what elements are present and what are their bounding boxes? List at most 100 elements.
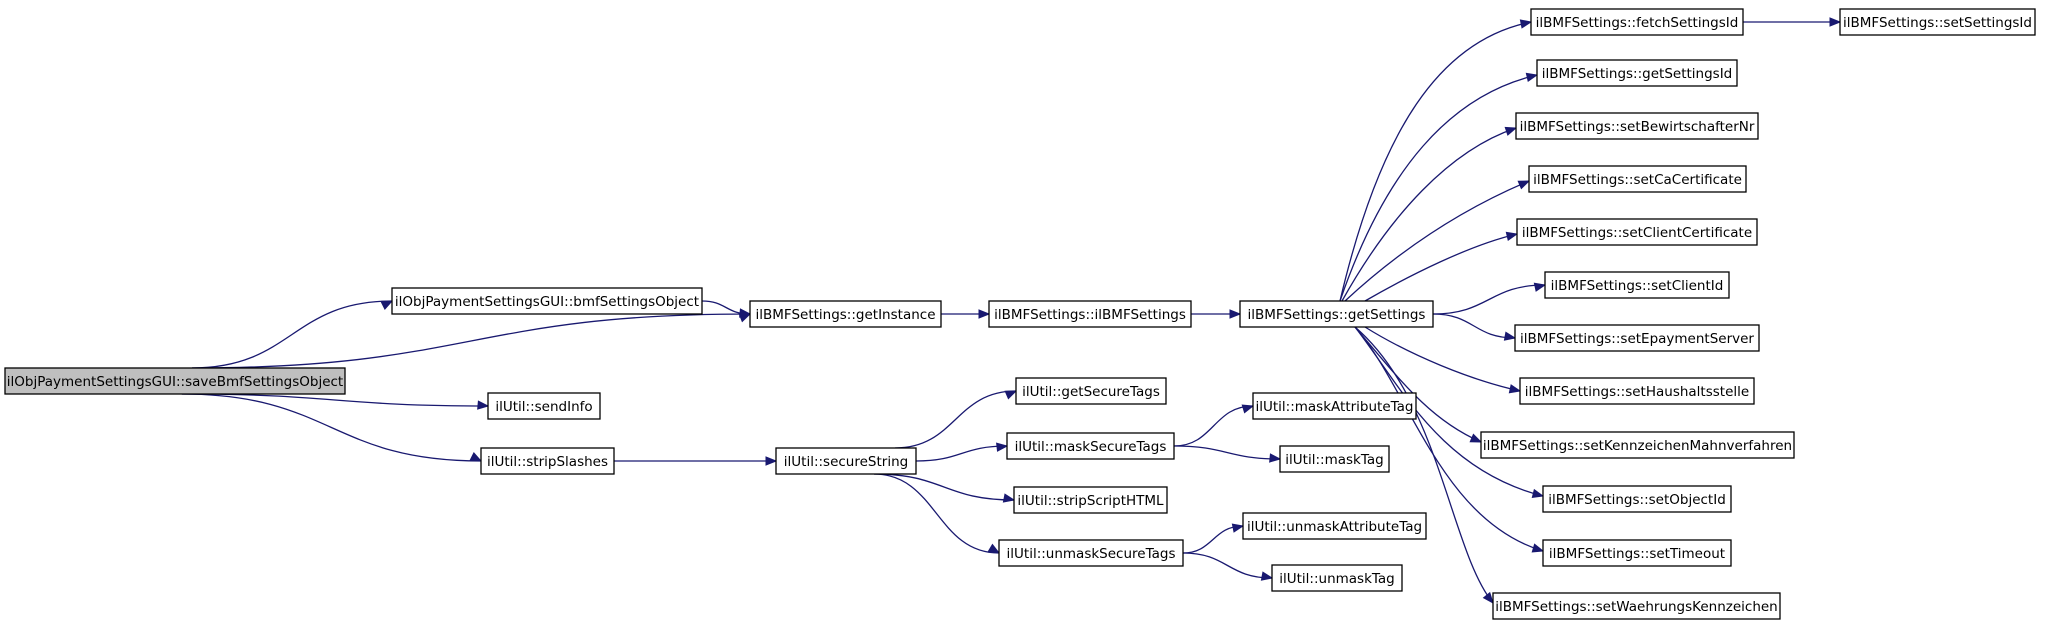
edge-line <box>1173 405 1254 447</box>
node-label: ilBMFSettings::setEpaymentServer <box>1520 331 1754 347</box>
node-box <box>1528 165 1747 193</box>
edge-getSettings-to-setEpaymentServer <box>1432 313 1517 341</box>
node-setClientCertificate[interactable]: ilBMFSettings::setClientCertificate <box>1516 218 1758 246</box>
node-unmaskTag[interactable]: ilUtil::unmaskTag <box>1271 564 1403 592</box>
edge-line <box>1173 445 1281 460</box>
edge-bmfSettingsObject-to-getInstance <box>701 300 752 318</box>
arrowhead-icon <box>1531 488 1545 499</box>
node-box <box>775 447 917 475</box>
node-ilBMFSettings[interactable]: ilBMFSettings::ilBMFSettings <box>988 300 1192 328</box>
edge-line <box>1432 313 1516 339</box>
edge-line <box>894 390 1017 449</box>
edge-line <box>1182 552 1273 579</box>
node-setObjectId[interactable]: ilBMFSettings::setObjectId <box>1542 485 1732 513</box>
edge-line <box>181 393 489 407</box>
arrowhead-icon <box>996 442 1009 452</box>
node-setKennzeichenMahnverfahren[interactable]: ilBMFSettings::setKennzeichenMahnverfahr… <box>1480 431 1795 459</box>
node-unmaskAttributeTag[interactable]: ilUtil::unmaskAttributeTag <box>1242 512 1427 540</box>
arrowhead-icon <box>1504 126 1518 136</box>
node-stripSlashes[interactable]: ilUtil::stripSlashes <box>480 447 615 475</box>
edge-line <box>873 473 1015 501</box>
node-label: ilBMFSettings::setCaCertificate <box>1533 172 1742 188</box>
edge-line <box>873 473 1000 554</box>
node-label: ilBMFSettings::setWaehrungsKennzeichen <box>1495 599 1778 615</box>
node-bmfSettingsObject[interactable]: ilObjPaymentSettingsGUI::bmfSettingsObje… <box>391 287 703 315</box>
arrowhead-icon <box>1505 231 1519 242</box>
node-setWaehrungsKennzeichen[interactable]: ilBMFSettings::setWaehrungsKennzeichen <box>1492 592 1781 620</box>
node-getSettings[interactable]: ilBMFSettings::getSettings <box>1239 300 1434 328</box>
node-stripScriptHTML[interactable]: ilUtil::stripScriptHTML <box>1013 486 1168 514</box>
node-setClientId[interactable]: ilBMFSettings::setClientId <box>1544 271 1730 299</box>
arrowhead-icon <box>765 456 778 466</box>
node-setTimeout[interactable]: ilBMFSettings::setTimeout <box>1542 539 1732 567</box>
node-setHaushaltsstelle[interactable]: ilBMFSettings::setHaushaltsstelle <box>1519 377 1755 405</box>
edge-getInstance-to-ilBMFSettings <box>941 309 991 319</box>
node-unmaskSecureTags[interactable]: ilUtil::unmaskSecureTags <box>998 539 1184 567</box>
edge-maskSecureTags-to-maskTag <box>1173 445 1282 463</box>
node-box <box>1544 271 1730 299</box>
node-setCaCertificate[interactable]: ilBMFSettings::setCaCertificate <box>1528 165 1747 193</box>
edge-getSettings-to-setKennzeichenMahnverfahren <box>1354 326 1483 443</box>
node-label: ilBMFSettings::ilBMFSettings <box>994 307 1186 323</box>
node-label: ilBMFSettings::setClientCertificate <box>1522 225 1752 241</box>
node-label: ilBMFSettings::setHaushaltsstelle <box>1525 384 1749 400</box>
node-box <box>1530 8 1744 36</box>
edge-root-to-bmfSettingsObject <box>191 300 394 369</box>
node-maskAttributeTag[interactable]: ilUtil::maskAttributeTag <box>1252 392 1417 420</box>
node-setEpaymentServer[interactable]: ilBMFSettings::setEpaymentServer <box>1514 324 1760 352</box>
node-box <box>487 392 601 420</box>
arrowhead-icon <box>1229 309 1242 319</box>
edge-root-to-getInstance <box>191 313 752 369</box>
edge-line <box>1354 326 1494 604</box>
node-sendInfo[interactable]: ilUtil::sendInfo <box>487 392 601 420</box>
node-label: ilUtil::sendInfo <box>495 399 592 415</box>
node-label: ilUtil::maskSecureTags <box>1015 439 1167 455</box>
node-maskSecureTags[interactable]: ilUtil::maskSecureTags <box>1006 432 1175 460</box>
arrowhead-icon <box>739 308 752 318</box>
node-fetchSettingsId[interactable]: ilBMFSettings::fetchSettingsId <box>1530 8 1744 36</box>
node-label: ilUtil::unmaskSecureTags <box>1007 546 1176 562</box>
node-secureString[interactable]: ilUtil::secureString <box>775 447 917 475</box>
edge-secureString-to-maskSecureTags <box>915 442 1009 462</box>
node-box <box>1542 485 1732 513</box>
node-setBewirtschafterNr[interactable]: ilBMFSettings::setBewirtschafterNr <box>1515 112 1759 140</box>
node-label: ilBMFSettings::fetchSettingsId <box>1536 15 1739 31</box>
node-label: ilObjPaymentSettingsGUI::bmfSettingsObje… <box>395 294 699 310</box>
arrowhead-icon <box>1004 390 1018 400</box>
node-box <box>1519 377 1755 405</box>
node-label: ilObjPaymentSettingsGUI::saveBmfSettings… <box>7 374 343 390</box>
arrowhead-icon <box>1519 19 1533 29</box>
edge-getSettings-to-setClientCertificate <box>1364 231 1519 302</box>
node-setSettingsId[interactable]: ilBMFSettings::setSettingsId <box>1839 8 2036 36</box>
edge-secureString-to-getSecureTags <box>894 390 1018 449</box>
arrowhead-icon <box>1260 571 1274 581</box>
node-label: ilBMFSettings::setTimeout <box>1549 546 1725 562</box>
arrowhead-icon <box>1503 331 1517 341</box>
node-label: ilBMFSettings::getSettingsId <box>1542 66 1733 82</box>
node-box <box>1480 431 1795 459</box>
node-box <box>749 300 942 328</box>
node-box <box>1516 218 1758 246</box>
edge-ilBMFSettings-to-getSettings <box>1191 309 1242 319</box>
node-box <box>1239 300 1434 328</box>
arrowhead-icon <box>1269 453 1282 463</box>
edge-maskSecureTags-to-maskAttributeTag <box>1173 404 1255 447</box>
call-edges <box>181 17 1842 605</box>
node-label: ilBMFSettings::setSettingsId <box>1843 15 2032 31</box>
edge-getSettings-to-setCaCertificate <box>1344 180 1531 302</box>
node-root[interactable]: ilObjPaymentSettingsGUI::saveBmfSettings… <box>4 367 346 395</box>
node-getInstance[interactable]: ilBMFSettings::getInstance <box>749 300 942 328</box>
node-maskTag[interactable]: ilUtil::maskTag <box>1279 445 1390 473</box>
node-box <box>1013 486 1168 514</box>
node-getSecureTags[interactable]: ilUtil::getSecureTags <box>1015 377 1167 405</box>
node-box <box>988 300 1192 328</box>
arrowhead-icon <box>1533 282 1547 292</box>
node-getSettingsId[interactable]: ilBMFSettings::getSettingsId <box>1536 59 1738 87</box>
arrowhead-icon <box>1231 523 1245 533</box>
edge-line <box>1364 326 1521 392</box>
edge-getSettings-to-setClientId <box>1432 282 1547 315</box>
edge-getSettings-to-setTimeout <box>1354 326 1545 553</box>
node-label: ilUtil::unmaskTag <box>1279 571 1395 587</box>
arrowhead-icon <box>1241 404 1255 414</box>
